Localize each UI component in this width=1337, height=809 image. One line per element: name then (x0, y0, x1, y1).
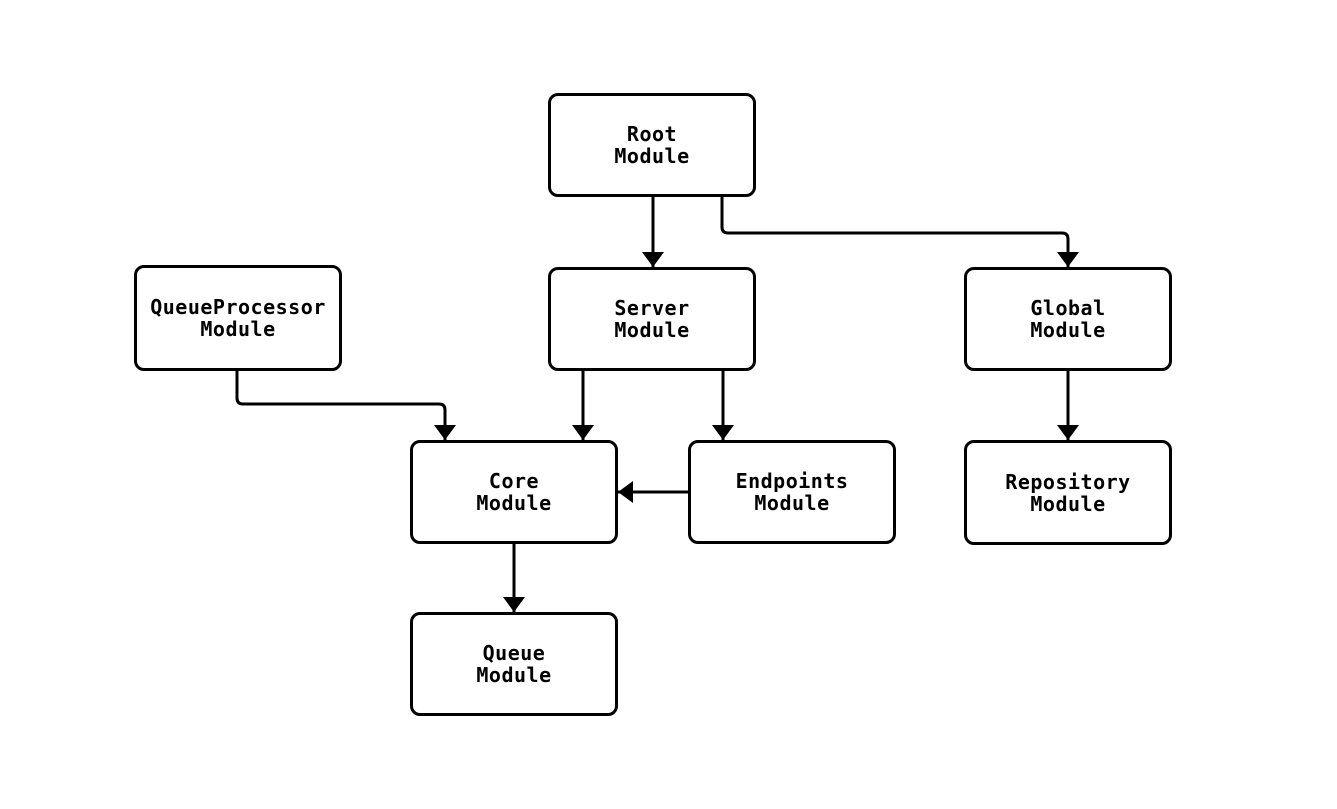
node-label-endpoints: Endpoints Module (735, 469, 849, 515)
arrowhead-root-server (642, 252, 664, 267)
arrowhead-queueprocessor-core (434, 425, 456, 440)
node-global: Global Module (964, 267, 1172, 371)
arrowhead-root-global (1057, 252, 1079, 267)
node-label-core: Core Module (476, 469, 552, 515)
node-server: Server Module (548, 267, 756, 371)
edge-root-global (720, 197, 1070, 267)
node-endpoints: Endpoints Module (688, 440, 896, 544)
node-label-global: Global Module (1030, 296, 1106, 342)
node-queue: Queue Module (410, 612, 618, 716)
arrowhead-server-core (572, 425, 594, 440)
arrowhead-global-repository (1057, 425, 1079, 440)
node-label-repository: Repository Module (1005, 469, 1131, 516)
arrowhead-endpoints-core (618, 481, 633, 503)
node-root: Root Module (548, 93, 756, 197)
node-label-queue: Queue Module (476, 641, 552, 687)
arrowhead-core-queue (503, 597, 525, 612)
arrowhead-server-endpoints (712, 425, 734, 440)
node-label-root: Root Module (614, 122, 690, 168)
node-repository: Repository Module (964, 440, 1172, 545)
node-label-server: Server Module (614, 296, 690, 342)
edge-queueprocessor-core (235, 371, 447, 440)
node-queueprocessor: QueueProcessor Module (134, 265, 342, 371)
node-label-queueprocessor: QueueProcessor Module (150, 295, 326, 341)
node-core: Core Module (410, 440, 618, 544)
